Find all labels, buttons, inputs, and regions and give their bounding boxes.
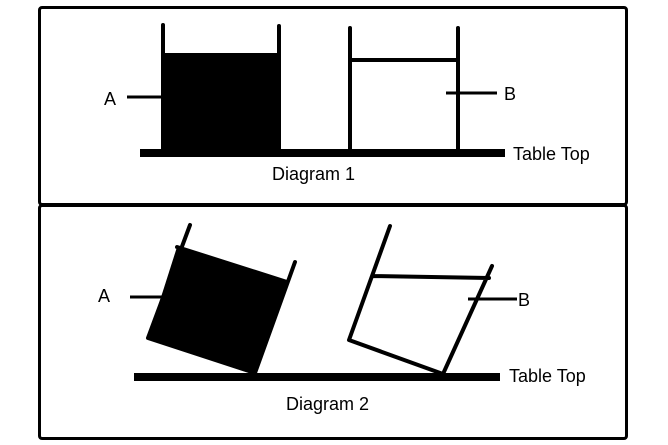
diagram-1-beaker-a-liquid	[165, 56, 278, 152]
diagram-2-beaker-a-outline	[146, 223, 297, 375]
diagram-2: A B Table Top Diagram 2	[98, 223, 586, 414]
diagram-1-beaker-a-outline	[161, 23, 281, 152]
diagram-2-label-b: B	[518, 290, 530, 310]
diagram-2-beaker-b-outline	[347, 224, 494, 376]
diagram-2-beaker-a-liquid	[148, 247, 287, 373]
diagram-1: A B Table Top Diagram 1	[104, 23, 590, 184]
diagram-1-caption: Diagram 1	[272, 164, 355, 184]
diagram-2-panel	[38, 204, 628, 440]
diagram-1-label-a: A	[104, 89, 116, 109]
diagram-2-table-label: Table Top	[509, 366, 586, 386]
diagram-1-beaker-b-outline	[348, 26, 460, 152]
diagram-1-label-b: B	[504, 84, 516, 104]
diagram-2-label-a: A	[98, 286, 110, 306]
diagram-1-table-label: Table Top	[513, 144, 590, 164]
diagram-2-caption: Diagram 2	[286, 394, 369, 414]
diagram-1-panel	[38, 6, 628, 206]
